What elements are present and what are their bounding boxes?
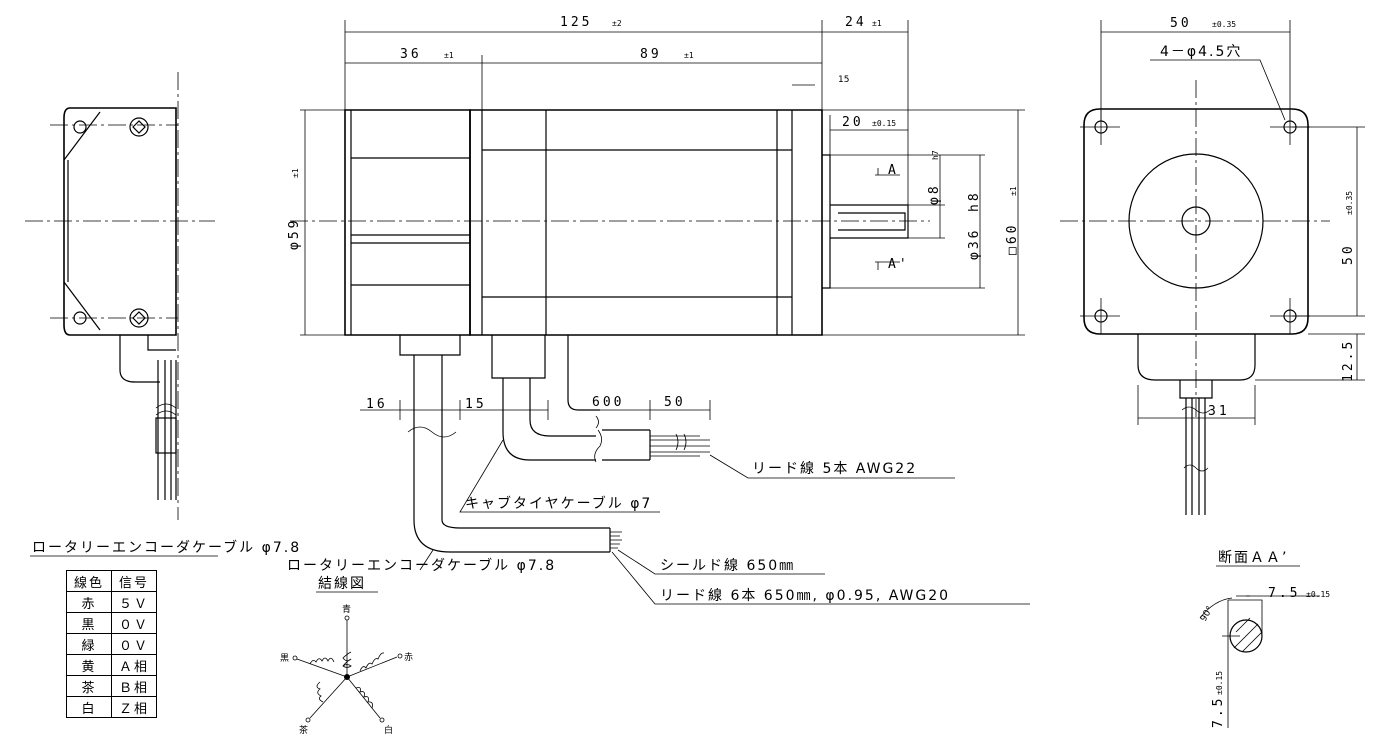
section-title: 断面ＡＡ’ <box>1218 550 1288 566</box>
dim-flange-square-tol: ±1 <box>1009 186 1018 196</box>
table-header-color: 線色 <box>66 570 112 592</box>
dim-shaft-length-tol: ±1 <box>872 19 882 28</box>
label-encoder-cable-2: ロータリーエンコーダケーブル φ7.8 <box>287 557 556 574</box>
table-cell-color: 緑 <box>66 633 112 655</box>
table-cell-color: 赤 <box>66 591 112 613</box>
label-lead-5: リード線 5本 AWG22 <box>752 461 917 477</box>
section-mark-a-prime: A' <box>888 257 910 272</box>
dim-shaft-dia-tol: h7 <box>931 150 940 160</box>
dim-lead-length-2: 50 <box>664 395 686 410</box>
dim-pilot-dia: φ36 <box>967 228 982 260</box>
dim-motor-length: 89 <box>640 47 662 62</box>
wiring-diagram: 青 黒 赤 茶 白 <box>280 603 413 736</box>
table-cell-color: 黄 <box>66 654 112 676</box>
left-side-view <box>25 72 215 520</box>
label-encoder-cable: ロータリーエンコーダケーブル φ7.8 <box>32 539 301 556</box>
table-cell-signal: ０Ｖ <box>111 612 157 634</box>
table-cell-color: 黒 <box>66 612 112 634</box>
dim-shaft-dia: φ8 <box>927 183 942 205</box>
dim-key-length-tol: ±0.15 <box>872 119 896 128</box>
sec-angle: 90° <box>1199 605 1216 624</box>
dim-encoder-length-tol: ±1 <box>444 51 454 60</box>
dim-lead-length-1: 600 <box>592 395 624 410</box>
wire-color-right: 赤 <box>404 652 413 663</box>
table-row: 緑 ０Ｖ <box>66 633 157 655</box>
right-view-dimensions: 50 ±0.35 4－φ4.5穴 50 ±0.35 12.5 31 <box>1100 16 1365 425</box>
wire-color-bottom-left: 茶 <box>299 724 308 736</box>
dim-encoder-dia: φ59 <box>287 218 302 250</box>
sec-dim-1-tol: ±0.15 <box>1306 590 1330 599</box>
dim-box-width: 31 <box>1208 404 1230 419</box>
dim-pitch-vertical: 50 <box>1341 243 1356 265</box>
wire-color-left: 黒 <box>280 653 289 664</box>
sec-dim-2: 7.5 <box>1211 696 1226 728</box>
wiring-diagram-title: 結線図 <box>318 576 366 592</box>
dim-pilot-dia-tol: h8 <box>967 190 982 212</box>
section-aa-view: 断面ＡＡ’ 7.5 ±0.15 7.5 ±0.15 90° <box>1199 550 1330 728</box>
dim-encoder-length: 36 <box>400 47 422 62</box>
dim-cable-offset-2: 15 <box>465 397 487 412</box>
dim-flange-thickness: 15 <box>838 75 849 85</box>
table-cell-color: 白 <box>66 696 112 718</box>
dim-overall-length-tol: ±2 <box>612 19 622 28</box>
table-row: 黒 ０Ｖ <box>66 612 157 634</box>
dim-box-height: 12.5 <box>1341 339 1356 382</box>
label-cabtyre: キャブタイヤケーブル φ7 <box>465 495 652 512</box>
main-front-view <box>290 109 930 553</box>
table-cell-signal: ０Ｖ <box>111 633 157 655</box>
table-row: 茶 Ｂ相 <box>66 675 157 697</box>
dim-key-length: 20 <box>842 115 864 130</box>
dim-overall-length: 125 <box>560 15 592 30</box>
dim-motor-length-tol: ±1 <box>684 51 694 60</box>
table-header-row: 線色 信号 <box>66 570 157 592</box>
front-view-dimensions <box>300 20 1025 420</box>
wire-color-top: 青 <box>342 603 351 615</box>
dim-flange-pitch: 50 <box>1170 16 1192 31</box>
label-lead-6: リード線 6本 650㎜, φ0.95, AWG20 <box>660 588 950 604</box>
sec-dim-1: 7.5 <box>1268 586 1300 601</box>
callout-texts: リード線 5本 AWG22 キャブタイヤケーブル φ7 ロータリーエンコーダケー… <box>32 461 950 604</box>
dim-flange-pitch-tol: ±0.35 <box>1212 20 1236 29</box>
label-leaders <box>30 439 1030 605</box>
table-cell-signal: Ｚ相 <box>111 696 157 718</box>
right-flange-view <box>1060 80 1330 515</box>
sec-dim-2-tol: ±0.15 <box>1215 671 1224 695</box>
dimension-texts: 125 ±2 24 ±1 36 ±1 89 ±1 15 20 ±0.15 φ59… <box>287 15 1020 412</box>
table-header-signal: 信号 <box>111 570 157 592</box>
dim-cable-offset-1: 16 <box>366 397 388 412</box>
table-row: 赤 ５Ｖ <box>66 591 157 613</box>
table-cell-color: 茶 <box>66 675 112 697</box>
dim-shaft-length: 24 <box>845 15 867 30</box>
wire-signal-table: 線色 信号 赤 ５Ｖ 黒 ０Ｖ 緑 ０Ｖ 黄 Ａ相 茶 Ｂ相 白 Ｚ相 <box>66 570 157 718</box>
label-shield: シールド線 650㎜ <box>660 558 795 574</box>
table-cell-signal: Ａ相 <box>111 654 157 676</box>
wire-color-bottom-right: 白 <box>384 724 393 736</box>
table-cell-signal: Ｂ相 <box>111 675 157 697</box>
dim-hole-spec: 4－φ4.5穴 <box>1160 44 1242 60</box>
dim-pitch-vertical-tol: ±0.35 <box>1345 191 1354 215</box>
table-row: 白 Ｚ相 <box>66 696 157 718</box>
table-cell-signal: ５Ｖ <box>111 591 157 613</box>
table-row: 黄 Ａ相 <box>66 654 157 676</box>
dim-encoder-dia-tol: ±1 <box>291 168 300 178</box>
section-mark-a: A <box>888 163 899 178</box>
dim-flange-square: □60 <box>1005 223 1020 255</box>
